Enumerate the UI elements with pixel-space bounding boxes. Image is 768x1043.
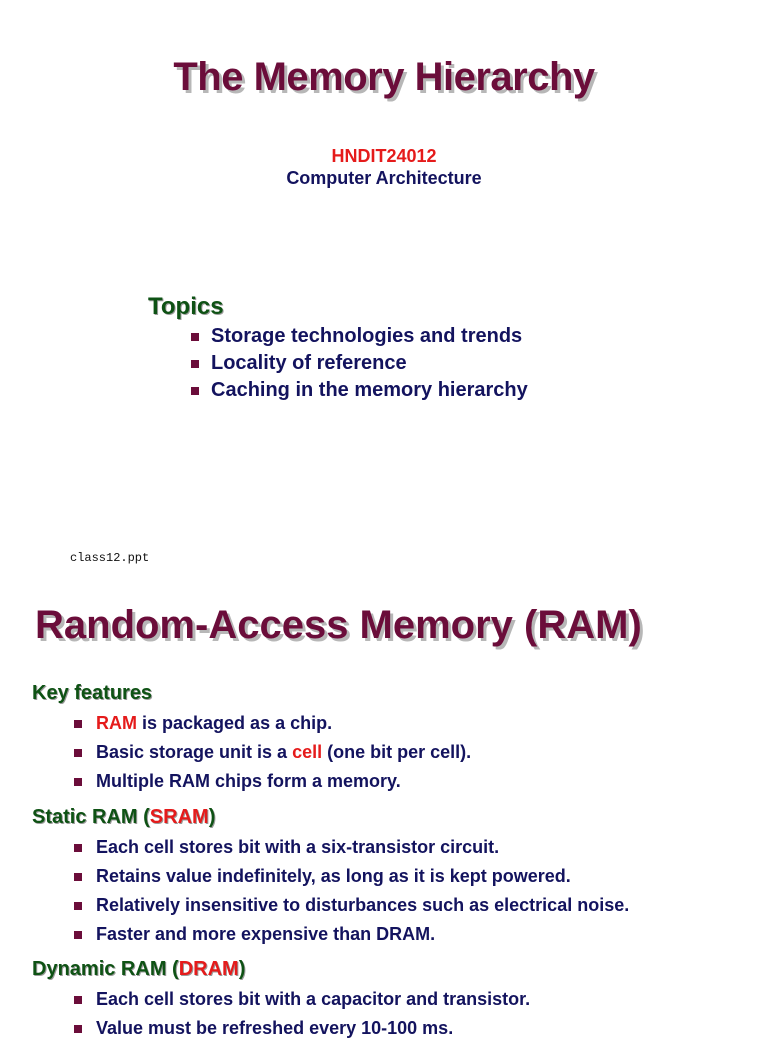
slide-footer: class12.ppt [70, 551, 150, 565]
slide2-title: Random-Access Memory (RAM) [35, 603, 642, 647]
bullet-icon [74, 902, 82, 910]
dram-heading: Dynamic RAM (DRAM) [32, 958, 246, 980]
bullet-icon [191, 387, 199, 395]
course-code: HNDIT24012 [331, 146, 437, 166]
list-item: Each cell stores bit with a capacitor an… [74, 985, 530, 1014]
list-item: Value must be refreshed every 10-100 ms. [74, 1014, 530, 1043]
topics-list: Storage technologies and trends Locality… [191, 323, 528, 404]
list-item: Locality of reference [191, 350, 528, 377]
list-item: Basic storage unit is a cell (one bit pe… [74, 738, 471, 767]
list-item: Multiple RAM chips form a memory. [74, 767, 471, 796]
list-item: Caching in the memory hierarchy [191, 377, 528, 404]
list-item: Retains value indefinitely, as long as i… [74, 862, 629, 891]
list-item: Storage technologies and trends [191, 323, 528, 350]
course-name: Computer Architecture [286, 168, 482, 188]
dram-list: Each cell stores bit with a capacitor an… [74, 985, 530, 1043]
bullet-icon [191, 333, 199, 341]
bullet-icon [74, 778, 82, 786]
list-item: Relatively insensitive to disturbances s… [74, 891, 629, 920]
bullet-icon [74, 1025, 82, 1033]
sram-heading: Static RAM (SRAM) [32, 806, 216, 828]
list-item: RAM is packaged as a chip. [74, 709, 471, 738]
sram-list: Each cell stores bit with a six-transist… [74, 833, 629, 949]
bullet-icon [74, 996, 82, 1004]
slide1-title: The Memory Hierarchy [173, 55, 595, 99]
bullet-icon [74, 873, 82, 881]
bullet-icon [74, 931, 82, 939]
list-item: Each cell stores bit with a six-transist… [74, 833, 629, 862]
bullet-icon [74, 720, 82, 728]
bullet-icon [191, 360, 199, 368]
bullet-icon [74, 749, 82, 757]
key-features-heading: Key features [32, 682, 153, 704]
list-item: Faster and more expensive than DRAM. [74, 920, 629, 949]
bullet-icon [74, 844, 82, 852]
key-features-list: RAM is packaged as a chip. Basic storage… [74, 709, 471, 796]
topics-heading: Topics [148, 293, 224, 320]
